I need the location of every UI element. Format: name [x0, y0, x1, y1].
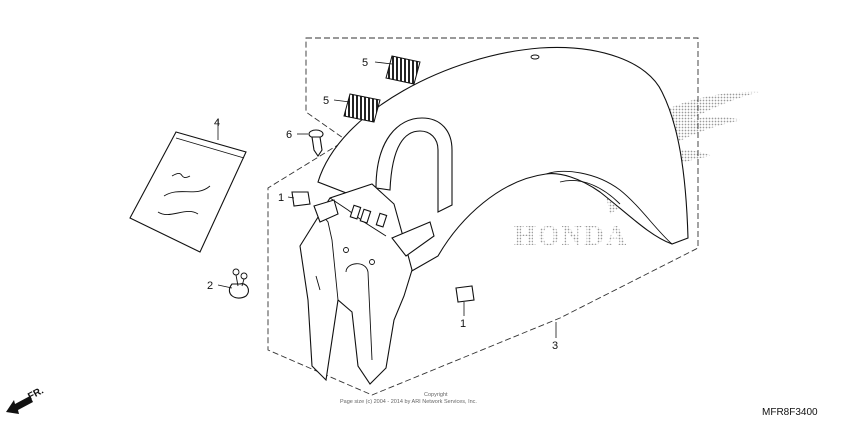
push-clip: [308, 129, 324, 157]
callout-1-upper: 1: [278, 192, 284, 204]
diagram-code: MFR8F3400: [762, 407, 818, 418]
assembly-boundary-outline: [267, 37, 699, 396]
rubber-pad-upper: [385, 55, 421, 85]
document-bag: [129, 131, 247, 253]
callout-4: 4: [214, 117, 220, 129]
rear-fender: [299, 46, 689, 385]
copyright-line-2: Page size (c) 2004 - 2014 by ARI Network…: [340, 399, 477, 405]
label-seal-upper: [291, 191, 311, 207]
callout-5-upper: 5: [362, 57, 368, 69]
honda-watermark-text: HONDA: [514, 221, 628, 252]
callout-2: 2: [207, 280, 213, 292]
copyright-line-1: Copyright: [424, 392, 448, 398]
callout-3: 3: [552, 340, 558, 352]
front-direction-label: FR.: [26, 385, 46, 402]
callout-1-lower: 1: [460, 318, 466, 330]
band-clamp: [228, 268, 249, 299]
rubber-pad-lower: [343, 93, 381, 123]
front-direction-arrow-icon: FR.: [6, 385, 46, 414]
callout-6: 6: [286, 129, 292, 141]
label-seal-lower: [455, 285, 475, 303]
callout-5-lower: 5: [323, 95, 329, 107]
